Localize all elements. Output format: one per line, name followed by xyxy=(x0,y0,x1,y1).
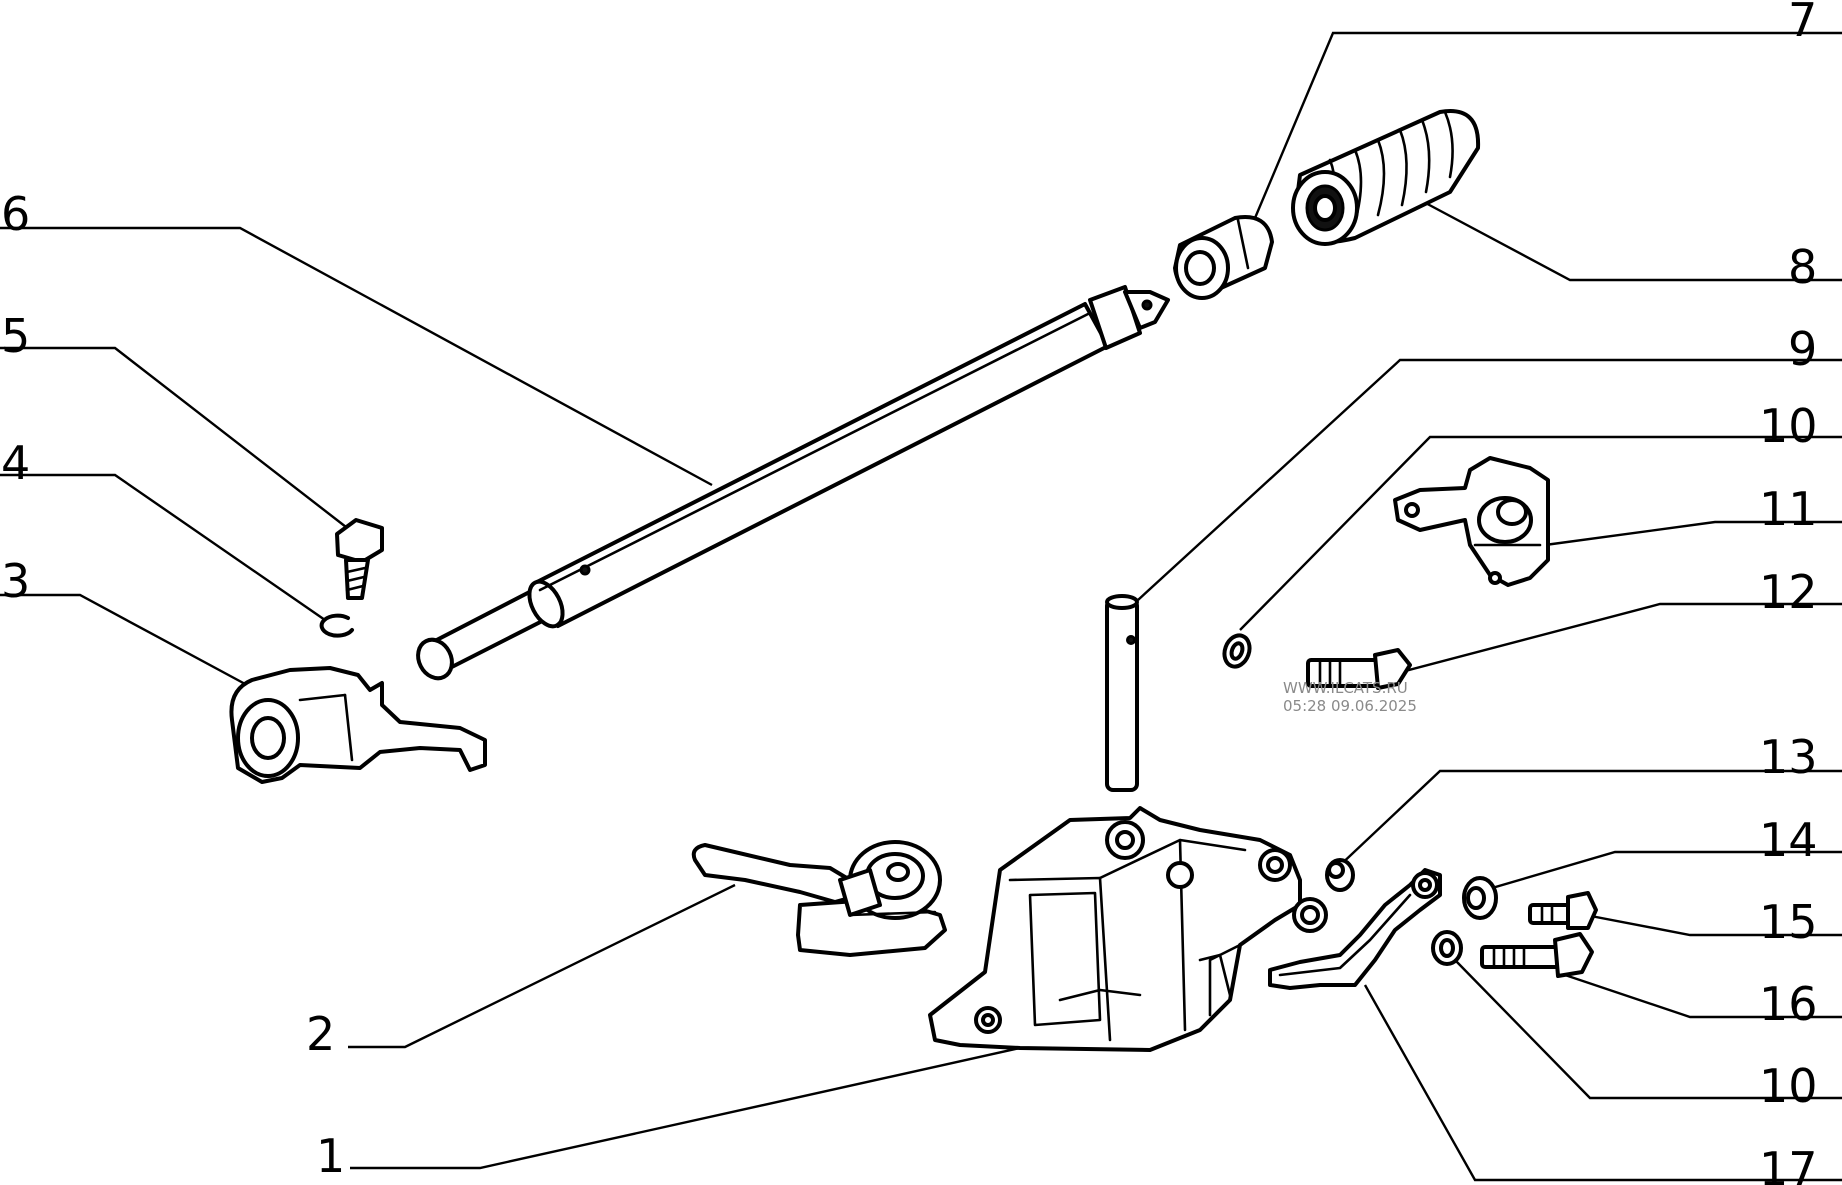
leader-6 xyxy=(0,226,713,487)
watermark-timestamp: 05:28 09.06.2025 xyxy=(1283,697,1417,715)
leader-10-bottom xyxy=(1454,959,1842,1100)
part-9-pin xyxy=(1105,594,1139,792)
callout-8: 8 xyxy=(1788,240,1817,294)
leader-7 xyxy=(1253,31,1842,219)
callout-4: 4 xyxy=(1,436,30,490)
callout-12: 12 xyxy=(1759,565,1818,619)
part-2-lever xyxy=(691,840,947,957)
part-10-washer-bottom xyxy=(1431,930,1463,966)
leader-4 xyxy=(0,473,326,621)
leader-5 xyxy=(0,346,347,528)
part-5-bolt xyxy=(335,518,384,600)
leader-9 xyxy=(1137,358,1842,601)
leader-12 xyxy=(1389,602,1842,677)
part-3-selector-lever xyxy=(229,666,487,784)
leader-16 xyxy=(1564,973,1842,1019)
callout-2: 2 xyxy=(306,1007,335,1061)
callout-15: 15 xyxy=(1759,895,1818,949)
part-10-washer-top xyxy=(1222,633,1252,669)
part-16-long-bolt xyxy=(1480,932,1594,978)
callout-6: 6 xyxy=(1,187,30,241)
callout-11: 11 xyxy=(1759,482,1818,536)
part-17-link-arm xyxy=(1268,868,1442,990)
part-11-bracket xyxy=(1393,456,1550,587)
part-1-housing xyxy=(928,806,1328,1052)
callout-7: 7 xyxy=(1788,0,1817,47)
part-4-circlip xyxy=(319,613,354,638)
callout-17: 17 xyxy=(1759,1142,1818,1185)
leader-17 xyxy=(1363,984,1842,1182)
part-12-bolt xyxy=(1306,648,1412,690)
leader-13 xyxy=(1334,769,1842,871)
leader-3 xyxy=(0,593,261,694)
watermark-site: WWW.ILCATS.RU xyxy=(1283,679,1408,697)
leader-8 xyxy=(1419,198,1842,282)
callout-14: 14 xyxy=(1759,813,1818,867)
callout-16: 16 xyxy=(1759,977,1818,1031)
leader-2 xyxy=(348,883,736,1049)
part-8-rubber-boot xyxy=(1291,109,1481,246)
leader-15 xyxy=(1569,910,1842,937)
part-13-small-bush xyxy=(1325,858,1355,892)
callout-10-top: 10 xyxy=(1759,399,1818,453)
callout-1: 1 xyxy=(316,1129,345,1183)
callout-10-bottom: 10 xyxy=(1759,1059,1818,1113)
callout-5: 5 xyxy=(1,309,30,363)
part-15-short-bolt xyxy=(1528,891,1598,930)
leader-1 xyxy=(350,1046,1021,1170)
leader-10-top xyxy=(1239,435,1842,631)
leader-11 xyxy=(1544,520,1842,547)
part-7-bushing xyxy=(1173,215,1274,300)
leader-lines xyxy=(0,31,1842,1182)
part-6-selector-rod xyxy=(416,285,1170,681)
callout-13: 13 xyxy=(1759,730,1818,784)
watermark: WWW.ILCATS.RU 05:28 09.06.2025 xyxy=(1283,679,1417,715)
leader-14 xyxy=(1474,850,1842,895)
callout-3: 3 xyxy=(1,554,30,608)
callout-9: 9 xyxy=(1788,322,1817,376)
part-14-bush xyxy=(1462,876,1498,920)
